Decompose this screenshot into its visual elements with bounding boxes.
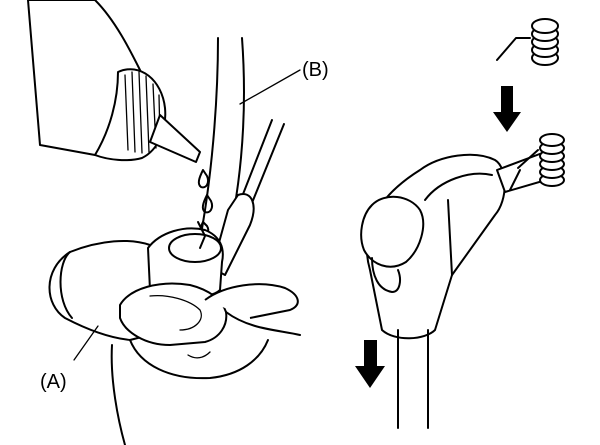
plug-cable xyxy=(397,329,429,429)
oil-drops xyxy=(197,169,214,237)
down-arrow-icon xyxy=(493,86,521,132)
leader-line-a xyxy=(73,325,99,361)
spring-mounted xyxy=(517,133,565,187)
down-arrow-icon xyxy=(355,340,385,388)
plug-body xyxy=(360,151,554,340)
label-a: (A) xyxy=(40,371,67,393)
hand xyxy=(110,282,301,445)
oil-bottle xyxy=(27,0,201,163)
leader-line-b xyxy=(239,69,301,105)
spring-loose xyxy=(496,18,559,66)
label-b: (B) xyxy=(302,59,329,81)
